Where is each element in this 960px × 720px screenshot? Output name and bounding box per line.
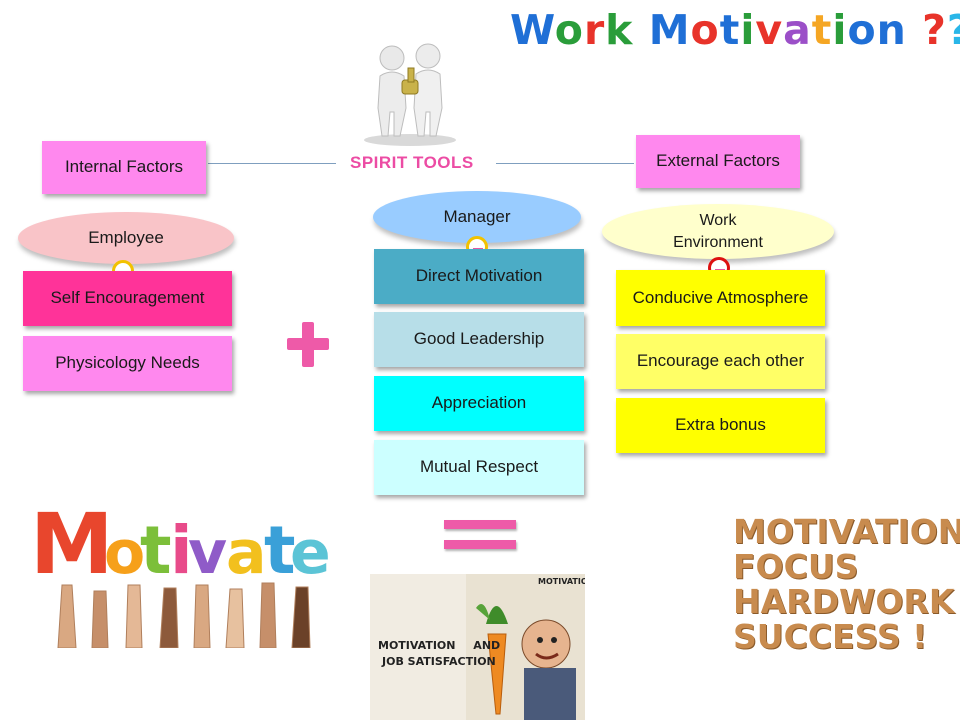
title-letter: W — [510, 6, 555, 54]
encourage-each-other-box: Encourage each other — [616, 334, 825, 389]
title-letter: k — [605, 6, 634, 54]
words-line-3: HARDWORK — [733, 581, 955, 621]
title-letter — [633, 6, 648, 54]
motivate-word-a: a — [226, 518, 267, 588]
motivation-focus-hardwork-success-image: MOTIVATION FOCUS HARDWORK SUCCESS ! — [733, 512, 960, 656]
equals-sign-top — [444, 520, 516, 529]
motivate-word-t: t — [140, 512, 172, 589]
good-leadership-box: Good Leadership — [374, 312, 584, 367]
title-letter — [907, 6, 922, 54]
motivate-word-i: i — [170, 512, 193, 589]
internal-factors-box: Internal Factors — [42, 141, 206, 194]
direct-motivation-box: Direct Motivation — [374, 249, 584, 304]
self-encouragement-box: Self Encouragement — [23, 271, 232, 326]
title-letter: t — [719, 6, 741, 54]
title-letter: r — [583, 6, 606, 54]
employee-ellipse: Employee — [18, 212, 234, 264]
title-letter: ? — [922, 6, 947, 54]
page-title: Work Motivation ??? — [510, 6, 960, 54]
motivate-word-v: v — [188, 518, 227, 588]
conducive-atmosphere-box: Conducive Atmosphere — [616, 270, 825, 326]
words-line-2: FOCUS — [733, 546, 859, 586]
book-label-line1: MOTIVATION AND — [378, 639, 501, 652]
motivate-word-t2: t — [264, 512, 296, 589]
connector-left — [208, 163, 336, 164]
book-label-line2: JOB SATISFACTION — [382, 655, 496, 668]
work-environment-label-line1: Work — [699, 211, 737, 229]
title-letter: n — [876, 6, 907, 54]
words-line-4: SUCCESS ! — [733, 616, 928, 656]
connector-right — [496, 163, 634, 164]
words-line-1: MOTIVATION — [733, 512, 960, 551]
book-top-label: MOTIVATION — [538, 577, 585, 586]
physicology-needs-box: Physicology Needs — [23, 336, 232, 391]
motivate-hands-image: M o t i v a t e — [30, 495, 331, 648]
mutual-respect-box: Mutual Respect — [374, 440, 584, 495]
title-letter: t — [811, 6, 833, 54]
work-environment-label-line2: Environment — [673, 233, 763, 251]
work-environment-ellipse: Work Environment — [602, 204, 834, 259]
plus-sign-horizontal — [287, 338, 329, 350]
title-letter: i — [832, 6, 848, 54]
appreciation-box: Appreciation — [374, 376, 584, 431]
title-letter: o — [847, 6, 877, 54]
title-letter: o — [690, 6, 720, 54]
title-letter: o — [554, 6, 584, 54]
spirit-tools-label: SPIRIT TOOLS — [350, 153, 474, 172]
people-puzzle-image — [364, 43, 456, 146]
title-letter: i — [740, 6, 756, 54]
book-cover-image: MOTIVATION MOTIVATION AND JOB SATISFACTI… — [370, 574, 585, 720]
title-letter: a — [783, 6, 812, 54]
motivate-word-m: M — [30, 495, 114, 593]
title-letter: ? — [947, 6, 960, 54]
motivate-word-e: e — [290, 518, 331, 588]
extra-bonus-box: Extra bonus — [616, 398, 825, 453]
motivate-word-o: o — [104, 518, 145, 588]
external-factors-box: External Factors — [636, 135, 800, 188]
equals-sign-bottom — [444, 540, 516, 549]
title-letter: M — [648, 6, 691, 54]
title-letter: v — [755, 6, 784, 54]
carrot-illustration — [466, 574, 585, 720]
manager-ellipse: Manager — [373, 191, 581, 243]
